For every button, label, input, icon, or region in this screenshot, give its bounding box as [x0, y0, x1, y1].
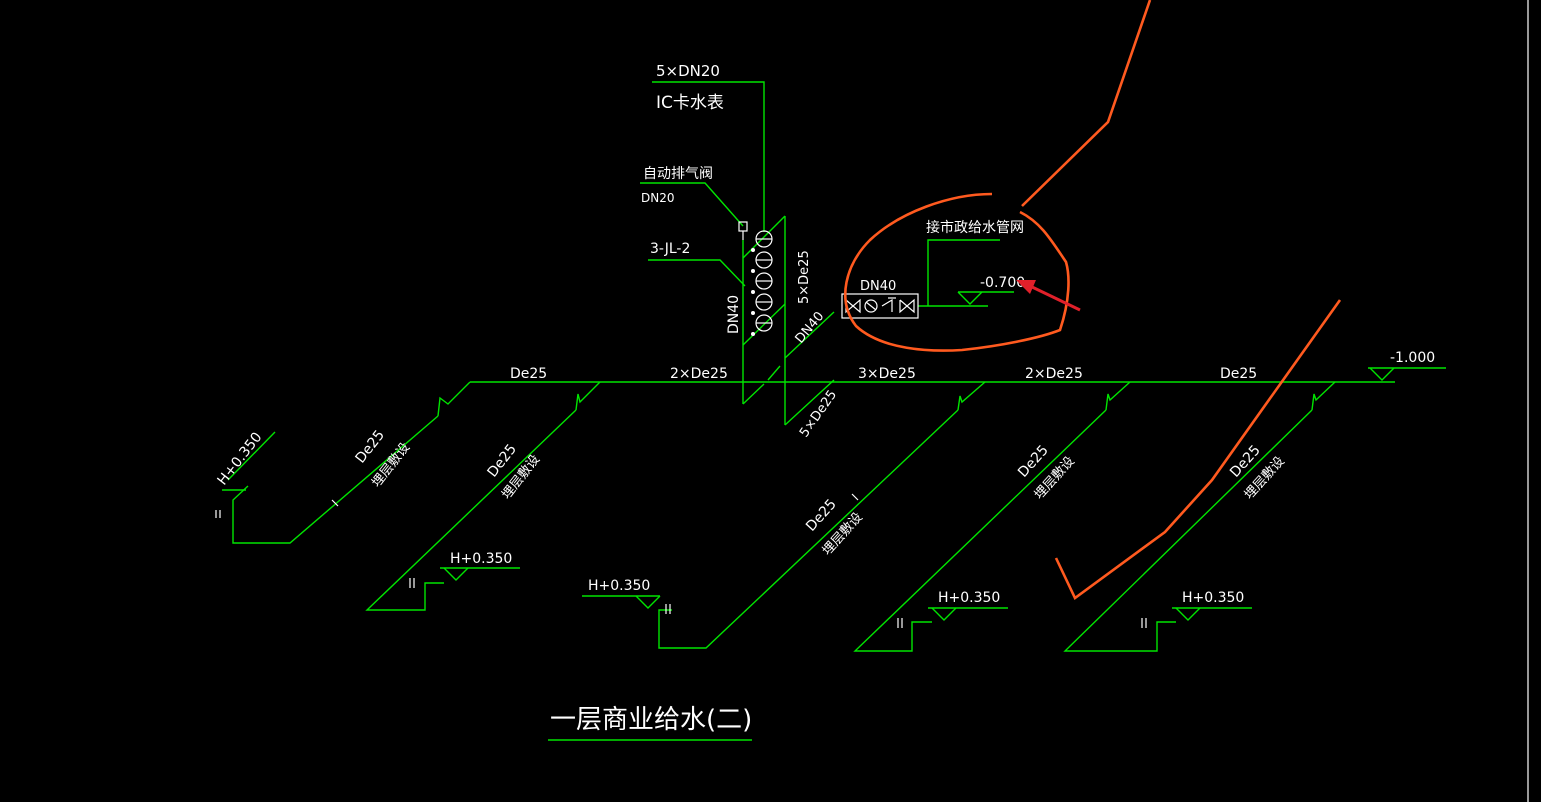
inlet-connect-label: 接市政给水管网 [926, 219, 1024, 236]
end-elevation-marker: -1.000 [1368, 350, 1446, 381]
inlet-elevation-label: -0.700 [980, 275, 1025, 291]
municipal-inlet [841, 239, 1014, 319]
branch-5 [1063, 409, 1313, 652]
branch-4-elevation: H+0.350 [938, 590, 1000, 606]
main-seg5-label: De25 [1220, 366, 1257, 382]
branch-5-elevation: H+0.350 [1182, 590, 1244, 606]
main-seg2-label: 2×De25 [670, 366, 728, 382]
red-arrow-icon [1016, 280, 1081, 312]
air-valve-size-label: DN20 [641, 191, 675, 205]
branch-1-elevation: H+0.350 [215, 429, 266, 488]
riser-size-label: DN40 [726, 295, 742, 334]
branch-3-elevation: H+0.350 [588, 578, 650, 594]
branch-4 [853, 409, 1107, 652]
branch-4-size: De25 [1015, 442, 1052, 480]
hand-drawn-markup [844, 0, 1342, 600]
main-seg3-label: 3×De25 [858, 366, 916, 382]
riser-id-label: 3-JL-2 [650, 241, 690, 257]
drawing-title: 一层商业给水(二) [550, 705, 752, 735]
branch-3-size: De25 [803, 496, 840, 534]
valve-meter-assembly-icon [841, 293, 919, 319]
air-valve-label: 自动排气阀 [643, 166, 713, 182]
main-pipe [437, 381, 1395, 417]
inlet-size-label: DN40 [860, 279, 896, 294]
branch-2-elevation: H+0.350 [450, 551, 512, 567]
meter-count-label: 5×DN20 [656, 62, 720, 80]
branch-label-lower: 5×De25 [797, 388, 840, 441]
main-seg4-label: 2×De25 [1025, 366, 1083, 382]
branch-1 [215, 415, 439, 544]
riser-assembly [640, 81, 835, 426]
main-seg1-label: De25 [510, 366, 547, 382]
branch-3 [582, 409, 959, 649]
branch-label-upper: 5×De25 [797, 250, 812, 304]
branch-2 [365, 409, 577, 611]
end-elevation-text: -1.000 [1390, 350, 1435, 366]
meter-name-label: IC卡水表 [656, 93, 724, 113]
branch-1-size: De25 [353, 427, 389, 466]
ic-card-water-meters [751, 230, 773, 336]
riser-diag-size-label: DN40 [793, 309, 828, 346]
